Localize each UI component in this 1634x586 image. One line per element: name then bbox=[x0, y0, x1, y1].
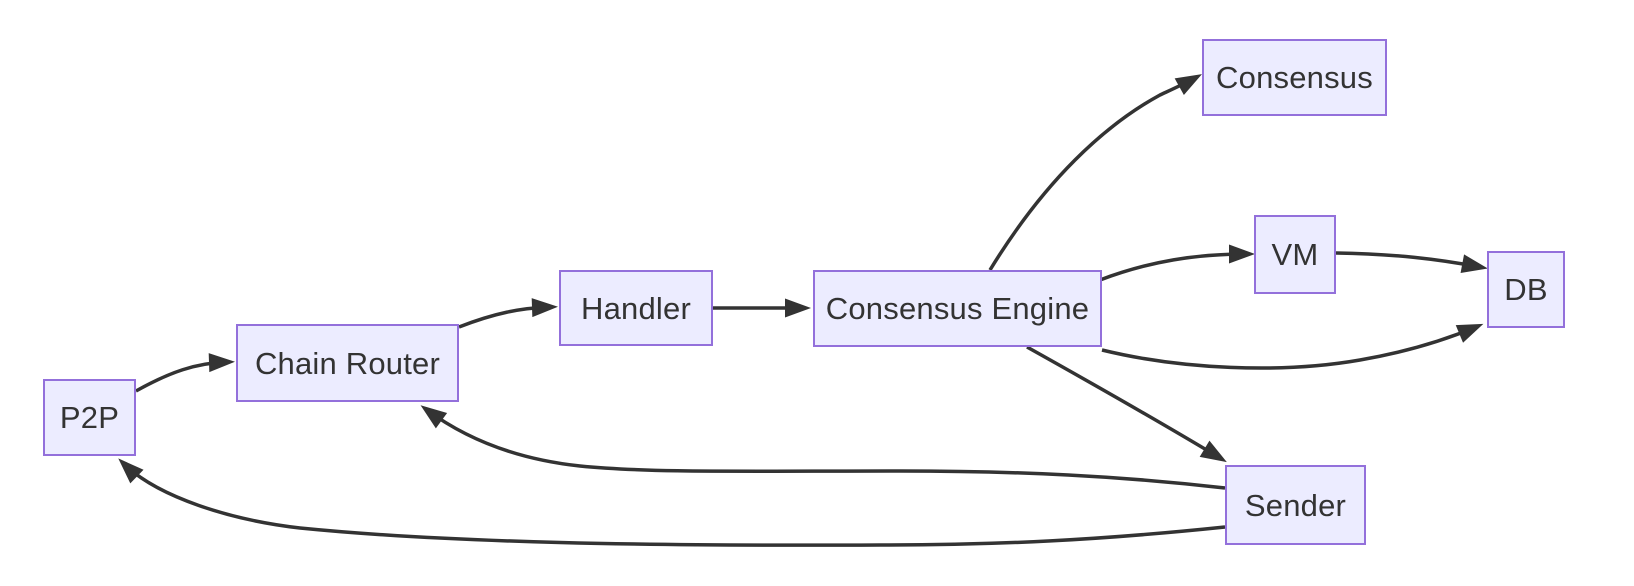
edge-sender-to-p2p bbox=[118, 458, 1226, 547]
edge-vm-to-db bbox=[1335, 251, 1488, 274]
edge-consensus_engine-to-vm bbox=[1099, 244, 1255, 282]
edge-consensus_engine-to-db bbox=[1101, 323, 1484, 370]
edge-p2p-to-chain_router bbox=[135, 353, 235, 393]
edge-consensus_engine-to-consensus bbox=[988, 74, 1202, 271]
edge-chain_router-to-handler bbox=[458, 298, 558, 329]
edge-consensus_engine-to-sender bbox=[1026, 345, 1227, 463]
edge-sender-to-chain_router bbox=[420, 405, 1226, 490]
